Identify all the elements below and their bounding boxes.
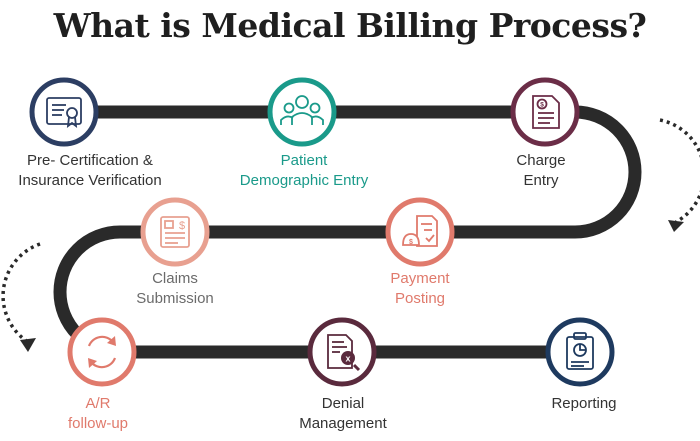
step-ar-follow-up-node (67, 317, 137, 387)
step-patient-demographic-entry-node (267, 77, 337, 147)
step-reporting-label: Reporting (551, 394, 616, 414)
claim-form-icon (160, 216, 190, 248)
step-pre-certification-node (29, 77, 99, 147)
invoice-document-icon (532, 95, 560, 129)
patients-group-icon (280, 95, 324, 125)
clipboard-report-icon (566, 332, 594, 370)
step-claims-submission-node: $ (140, 197, 210, 267)
step-denial-management-label: Denial Management (299, 394, 387, 434)
step-claims-submission-label: Claims Submission (136, 269, 214, 309)
step-payment-posting-line2: Posting (394, 290, 446, 307)
direction-arrow-left (1, 242, 41, 352)
process-track (53, 105, 642, 359)
step-denial-management-line1: Denial (321, 395, 365, 412)
step-ar-follow-up-line2: follow-up (67, 415, 129, 432)
step-payment-posting-label: Payment Posting (390, 269, 449, 309)
step-ar-follow-up-label: A/R follow-up (68, 394, 128, 434)
step-pre-certification-line1: Pre- Certification & (27, 152, 153, 169)
svg-text:$: $ (409, 239, 413, 246)
step-claims-submission-line2: Submission (136, 290, 214, 307)
step-charge-entry-label: Charge Entry (516, 151, 565, 191)
payment-document-icon (402, 215, 438, 247)
step-reporting-node (545, 317, 615, 387)
step-pre-certification-label: Pre- Certification & Insurance Verificat… (18, 151, 161, 191)
step-patient-demographic-entry-line1: Patient (280, 152, 328, 169)
step-denial-management-node: x (307, 317, 377, 387)
step-charge-entry-line1: Charge (516, 152, 566, 169)
step-charge-entry-line2: Entry (523, 172, 559, 189)
step-patient-demographic-entry-line2: Demographic Entry (239, 172, 369, 189)
svg-text:x: x (345, 354, 350, 364)
page-title: What is Medical Billing Process? (53, 6, 647, 45)
step-charge-entry-node: $ (510, 77, 580, 147)
step-claims-submission-line1: Claims (152, 270, 198, 287)
step-pre-certification-line2: Insurance Verification (18, 172, 162, 189)
certificate-icon (46, 97, 82, 128)
step-denial-management-line2: Management (299, 415, 387, 432)
step-payment-posting-node: $ (385, 197, 455, 267)
step-payment-posting-line1: Payment (390, 270, 450, 287)
svg-text:$: $ (179, 220, 185, 232)
step-reporting-line1: Reporting (551, 395, 617, 412)
step-patient-demographic-entry-label: Patient Demographic Entry (240, 151, 368, 191)
direction-arrow-right (659, 118, 700, 232)
svg-text:$: $ (540, 102, 544, 109)
step-ar-follow-up-line1: A/R (85, 395, 111, 412)
refresh-cycle-icon (87, 335, 117, 369)
